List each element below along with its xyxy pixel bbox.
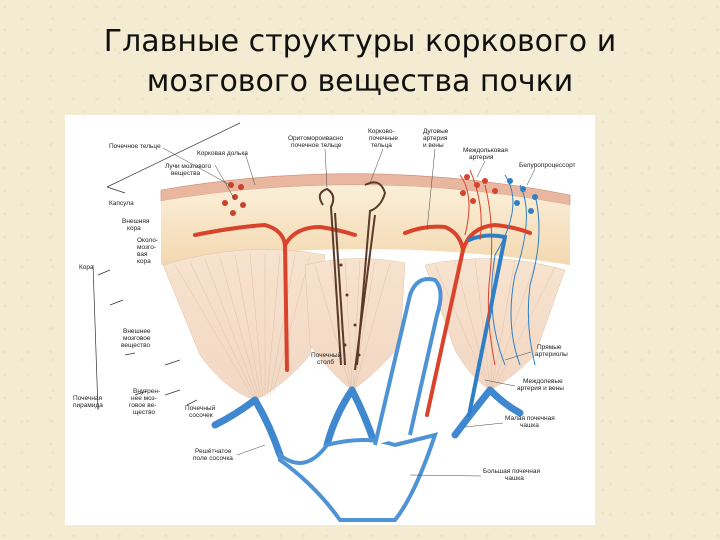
label-malaya-1: Малая почечная [505,415,555,422]
label-korkovo-1: Корково- [368,128,395,135]
label-vneshnee-3: вещество [121,342,150,349]
right-pyramid [424,258,566,391]
label-dugovaya-3: и вены [423,142,444,149]
label-vnutrennee-3: говое ве- [129,402,156,409]
label-vneshnee-2: мозговое [123,335,151,342]
label-vneshnyaya-1: Внешняя [122,218,150,225]
label-okolomozg-1: Около- [137,237,158,244]
arcuate-vessels [193,222,532,417]
nephron [318,181,387,371]
label-stolb-1: Почечный [311,351,342,359]
label-mezhdolkovaya-1: Междольковая [463,147,508,154]
label-vnutrennee-1: Внутрен- [133,388,160,395]
kidney-diagram: Почечное тельце Лучи мозгового вещества … [65,115,595,525]
label-sosochek-2: сосочек [189,412,213,419]
label-pryamye-1: Прямые [537,344,562,351]
label-pochechnaya-1: Почечная [73,395,103,402]
label-dugovaya-1: Дуговые [423,128,449,135]
label-stolb-2: столб [317,358,334,366]
title-line-2: мозгового вещества почки [146,64,574,99]
label-pryamye-2: артериолы [535,351,568,358]
kidney-illustration: Почечное тельце Лучи мозгового вещества … [73,122,576,522]
label-bolshaya-2: чашка [505,475,524,482]
major-calyx [278,432,439,522]
label-pochechnaya-2: пирамида [73,402,103,409]
label-reshetchatoe-1: Решётчатое [195,448,232,455]
label-reshetchatoe-2: поле сосочка [193,455,233,462]
label-vneshnee-1: Внешнее [123,328,151,335]
label-kora: Кора [79,264,94,271]
label-kapsula: Капсула [109,200,134,207]
label-korkovaya-dolka: Корковая долька [197,150,248,157]
cortex [161,184,570,265]
label-okolomozg-4: кора [137,258,151,265]
label-okolomozg-2: мозго- [137,244,156,251]
glomeruli-left [222,182,246,216]
glomeruli-right [460,174,498,204]
leader-lines [162,147,536,477]
label-korkovo-2: почечные [369,135,398,142]
label-okolomozg-3: вая [137,251,148,258]
label-sosochek-1: Почечный [185,404,216,412]
label-luchi-1: Лучи мозгового [165,163,211,170]
label-vnutrennee-4: щество [133,409,155,416]
title-line-1: Главные структуры коркового и [103,24,617,59]
label-bolshaya-1: Большая почечная [483,468,540,475]
label-izvitoi-2: почечное тельце [291,142,342,149]
label-luchi-2: вещества [171,170,200,177]
bracket-lines [92,122,241,411]
label-mezhdolevye-2: артерия и вены [517,385,564,392]
venules-right [507,178,538,214]
label-belsposobnyi: Белуропроцессорт [519,162,576,169]
label-izvitoi-1: Оритомороивасно [288,135,344,142]
label-vnutrennee-2: нее моз- [131,395,157,402]
collecting-duct-dots [339,263,361,357]
label-mezhdolevye-1: Междолевые [523,378,563,385]
label-vneshnyaya-2: кора [127,225,141,232]
slide-title: Главные структуры коркового и мозгового … [0,22,720,102]
label-dugovaya-2: артерия [423,135,448,142]
label-malaya-2: чашка [520,422,539,429]
label-mezhdolkovaya-2: артерия [469,154,494,161]
label-korkovo-3: тельца [371,142,392,149]
interlobular-vessels [459,169,540,366]
left-pyramid [162,249,326,401]
label-pochechnoe-telce: Почечное тельце [109,143,161,150]
